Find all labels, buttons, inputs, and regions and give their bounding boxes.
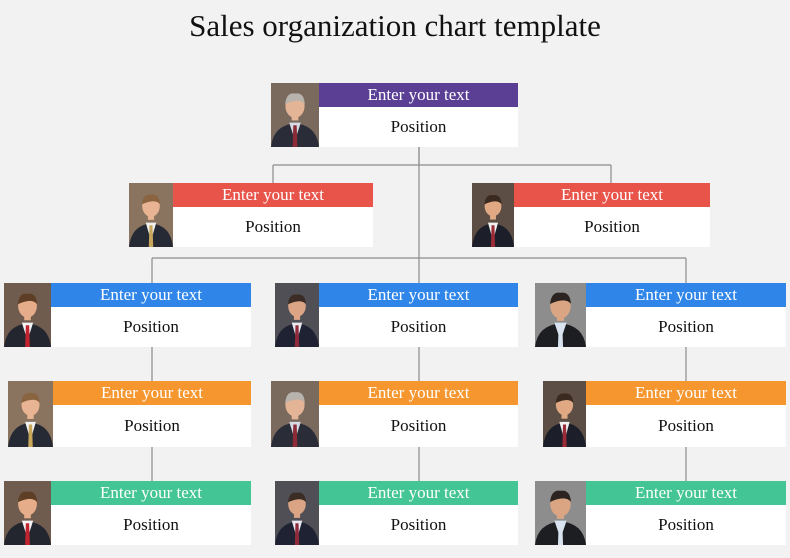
portrait-photo (535, 283, 586, 347)
portrait-photo (4, 481, 51, 545)
name-header: Enter your text (53, 381, 251, 405)
position-label: Position (586, 405, 786, 447)
avatar (271, 83, 319, 147)
name-header: Enter your text (319, 83, 518, 107)
name-header: Enter your text (319, 381, 518, 405)
position-label: Position (173, 207, 373, 247)
avatar (275, 283, 319, 347)
name-header: Enter your text (173, 183, 373, 207)
avatar (472, 183, 514, 247)
portrait-photo (472, 183, 514, 247)
position-label: Position (53, 405, 251, 447)
portrait-photo (271, 381, 319, 447)
connector-top-to-level2 (272, 147, 612, 183)
name-header: Enter your text (319, 481, 518, 505)
position-label: Position (586, 307, 786, 347)
position-label: Position (51, 505, 251, 545)
position-label: Position (514, 207, 710, 247)
position-label: Position (319, 307, 518, 347)
name-header: Enter your text (586, 481, 786, 505)
avatar (275, 481, 319, 545)
position-label: Position (319, 405, 518, 447)
connector-trunk-to-columns (151, 147, 687, 283)
chart-title: Sales organization chart template (189, 8, 601, 43)
portrait-photo (543, 381, 586, 447)
portrait-photo (275, 283, 319, 347)
portrait-photo (535, 481, 586, 545)
name-header: Enter your text (51, 481, 251, 505)
avatar (4, 481, 51, 545)
name-header: Enter your text (319, 283, 518, 307)
position-label: Position (319, 107, 518, 147)
position-label: Position (319, 505, 518, 545)
name-header: Enter your text (51, 283, 251, 307)
portrait-photo (275, 481, 319, 545)
portrait-photo (8, 381, 53, 447)
avatar (4, 283, 51, 347)
avatar (535, 481, 586, 545)
portrait-photo (271, 83, 319, 147)
name-header: Enter your text (586, 381, 786, 405)
portrait-photo (129, 183, 173, 247)
portrait-photo (4, 283, 51, 347)
avatar (535, 283, 586, 347)
name-header: Enter your text (514, 183, 710, 207)
avatar (543, 381, 586, 447)
position-label: Position (586, 505, 786, 545)
avatar (8, 381, 53, 447)
name-header: Enter your text (586, 283, 786, 307)
position-label: Position (51, 307, 251, 347)
avatar (271, 381, 319, 447)
avatar (129, 183, 173, 247)
